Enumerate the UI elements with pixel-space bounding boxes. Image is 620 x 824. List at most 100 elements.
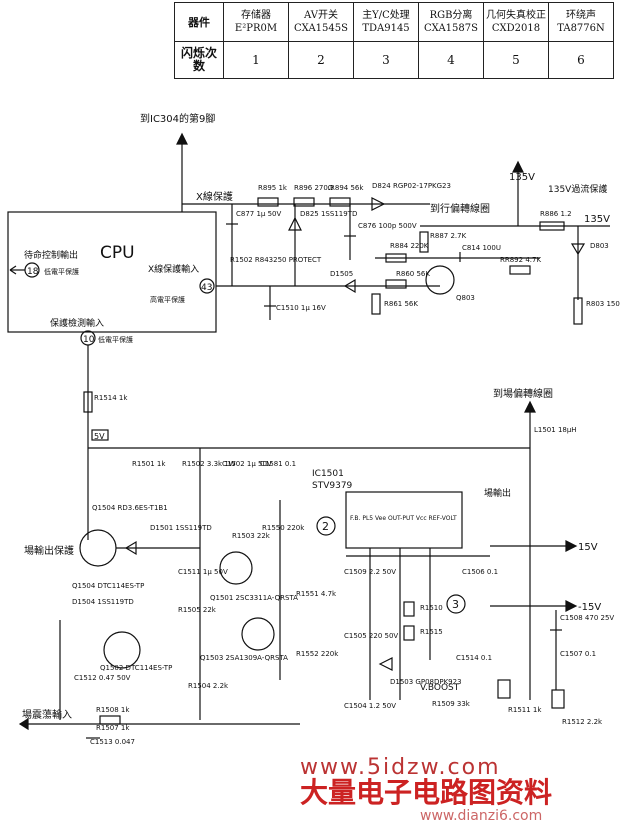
to-flyback-label: 到行偏轉線圈	[430, 202, 490, 215]
arrow-up-icon	[176, 132, 188, 145]
component-label: C1505 220 50V	[344, 632, 398, 640]
high-level-prot-label: 高電平保護	[150, 295, 185, 304]
component-label: Q1501 2SC3311A-QRSTA	[210, 594, 298, 602]
component-label: C1502 1μ 50V	[222, 460, 272, 468]
diode-d824	[371, 197, 386, 211]
field-out-prot-label: 場輸出保護	[24, 544, 74, 557]
component-label: Q1503 2SA1309A-QRSTA	[200, 654, 288, 662]
component-label: C1509 2.2 50V	[344, 568, 396, 576]
ic-part-label: STV9379	[312, 481, 353, 491]
flash-count: 3	[353, 41, 419, 79]
component-label: R884 220K	[390, 242, 429, 250]
table-col-1: 存储器 E²PR0M	[223, 2, 289, 42]
component-label: R894 56k	[330, 184, 364, 192]
component-label: L1501 18μH	[534, 426, 577, 434]
component-label: RR892 4.7K	[500, 256, 541, 264]
135v-b-label: 135V	[584, 214, 610, 225]
part-number: CXD2018	[491, 23, 541, 34]
component-label: D1503 GP08DPK923	[390, 678, 462, 686]
low-level-label: 低電平保護	[44, 267, 79, 276]
cpu-block	[7, 211, 217, 333]
component-label: D1501 1SS119TD	[150, 524, 212, 532]
component-label: Q1504 RD3.6ES-T1B1	[92, 504, 168, 512]
resistor-r1514	[83, 391, 93, 413]
component-label: R1502 R843250 PROTECT	[230, 256, 322, 264]
part-number: E²PR0M	[234, 23, 278, 34]
arrow-up-icon	[524, 400, 536, 413]
flash-count: 5	[483, 41, 549, 79]
ic-name-label: IC1501	[312, 469, 344, 479]
standby-out-label: 待命控制輸出	[24, 249, 78, 261]
component-label: R861 56K	[384, 300, 418, 308]
arrow-left-icon	[18, 717, 29, 731]
5v-box	[91, 429, 109, 441]
arrow-right-icon	[565, 540, 578, 552]
arrow-up-icon	[512, 160, 524, 173]
resistor-r1512	[551, 689, 565, 709]
ic-pins-label: F.B. PL5 Vee OUT-PUT Vcc REF-VOLT	[350, 515, 457, 522]
component-label: R896 270Ω	[294, 184, 334, 192]
part-number: CXA1545S	[294, 23, 348, 34]
component-label: C1512 0.47 50V	[74, 674, 131, 682]
diode-d1503	[378, 657, 393, 671]
resistor-r861	[371, 293, 381, 315]
arrow-right-icon	[565, 600, 578, 612]
cpu-title: CPU	[100, 243, 135, 263]
resistor-r803	[573, 297, 583, 325]
resistor-r896	[293, 197, 315, 207]
component-label: R895 1k	[258, 184, 288, 192]
pin-18-label: 18	[27, 267, 39, 277]
marker-2	[316, 516, 336, 536]
component-label: C1511 1μ 50V	[178, 568, 228, 576]
component-label: R1550 220k	[262, 524, 305, 532]
transistor-q1501	[219, 551, 253, 585]
component-label: R886 1.2	[540, 210, 572, 218]
device-name: 环绕声	[566, 10, 596, 21]
m15v-label: -15V	[578, 602, 601, 613]
transistor-q1502	[103, 631, 141, 669]
resistor-r1508	[99, 715, 121, 725]
device-name: RGB分离	[429, 10, 473, 21]
component-label: C876 100p 500V	[358, 222, 417, 230]
device-name: AV开关	[304, 10, 338, 21]
diode-d1505	[343, 278, 356, 294]
resistor-r860	[385, 279, 407, 289]
component-label: C1504 1.2 50V	[344, 702, 396, 710]
flash-count: 6	[548, 41, 614, 79]
135v-over-label: 135V過流保護	[548, 183, 607, 195]
table-col-6: 环绕声 TA8776N	[548, 2, 614, 42]
resistor-r887	[419, 231, 429, 253]
component-label: R1504 2.2k	[188, 682, 229, 690]
component-label: R1515	[420, 628, 443, 636]
watermark-title: 大量电子电路图资料	[300, 776, 552, 809]
resistor-r884	[385, 253, 407, 263]
component-label: R860 56K	[396, 270, 430, 278]
watermark-url: www.5idzw.com	[300, 755, 501, 780]
component-label: C1508 470 25V	[560, 614, 614, 622]
component-label: R1511 1k	[508, 706, 542, 714]
component-label: R1551 4.7k	[296, 590, 337, 598]
component-label: D1504 1SS119TD	[72, 598, 134, 606]
x-ray-prot-label: X線保護	[196, 190, 233, 203]
component-label: R1552 220k	[296, 650, 339, 658]
pin-43-label: 43	[201, 283, 212, 293]
to-vert-yoke-label: 到場偏轉線圈	[493, 387, 553, 400]
marker-3-label: 3	[452, 598, 459, 611]
component-label: C1510 1μ 16V	[276, 304, 326, 312]
component-label: R1505 22k	[178, 606, 217, 614]
component-label: C877 1μ 50V	[236, 210, 282, 218]
flash-header: 闪烁次数	[174, 41, 224, 79]
part-number: TDA9145	[362, 23, 410, 34]
part-number: TA8776N	[557, 23, 605, 34]
device-name: 存储器	[241, 10, 271, 21]
diode-d803	[570, 243, 586, 256]
device-header: 器件	[174, 2, 224, 42]
resistor-r886	[539, 221, 565, 231]
component-label: C1506 0.1	[462, 568, 498, 576]
resistor-r1510	[403, 601, 415, 617]
resistor-r895	[257, 197, 279, 207]
watermark-site: www.dianzi6.com	[420, 808, 542, 824]
pin-43	[199, 278, 215, 294]
